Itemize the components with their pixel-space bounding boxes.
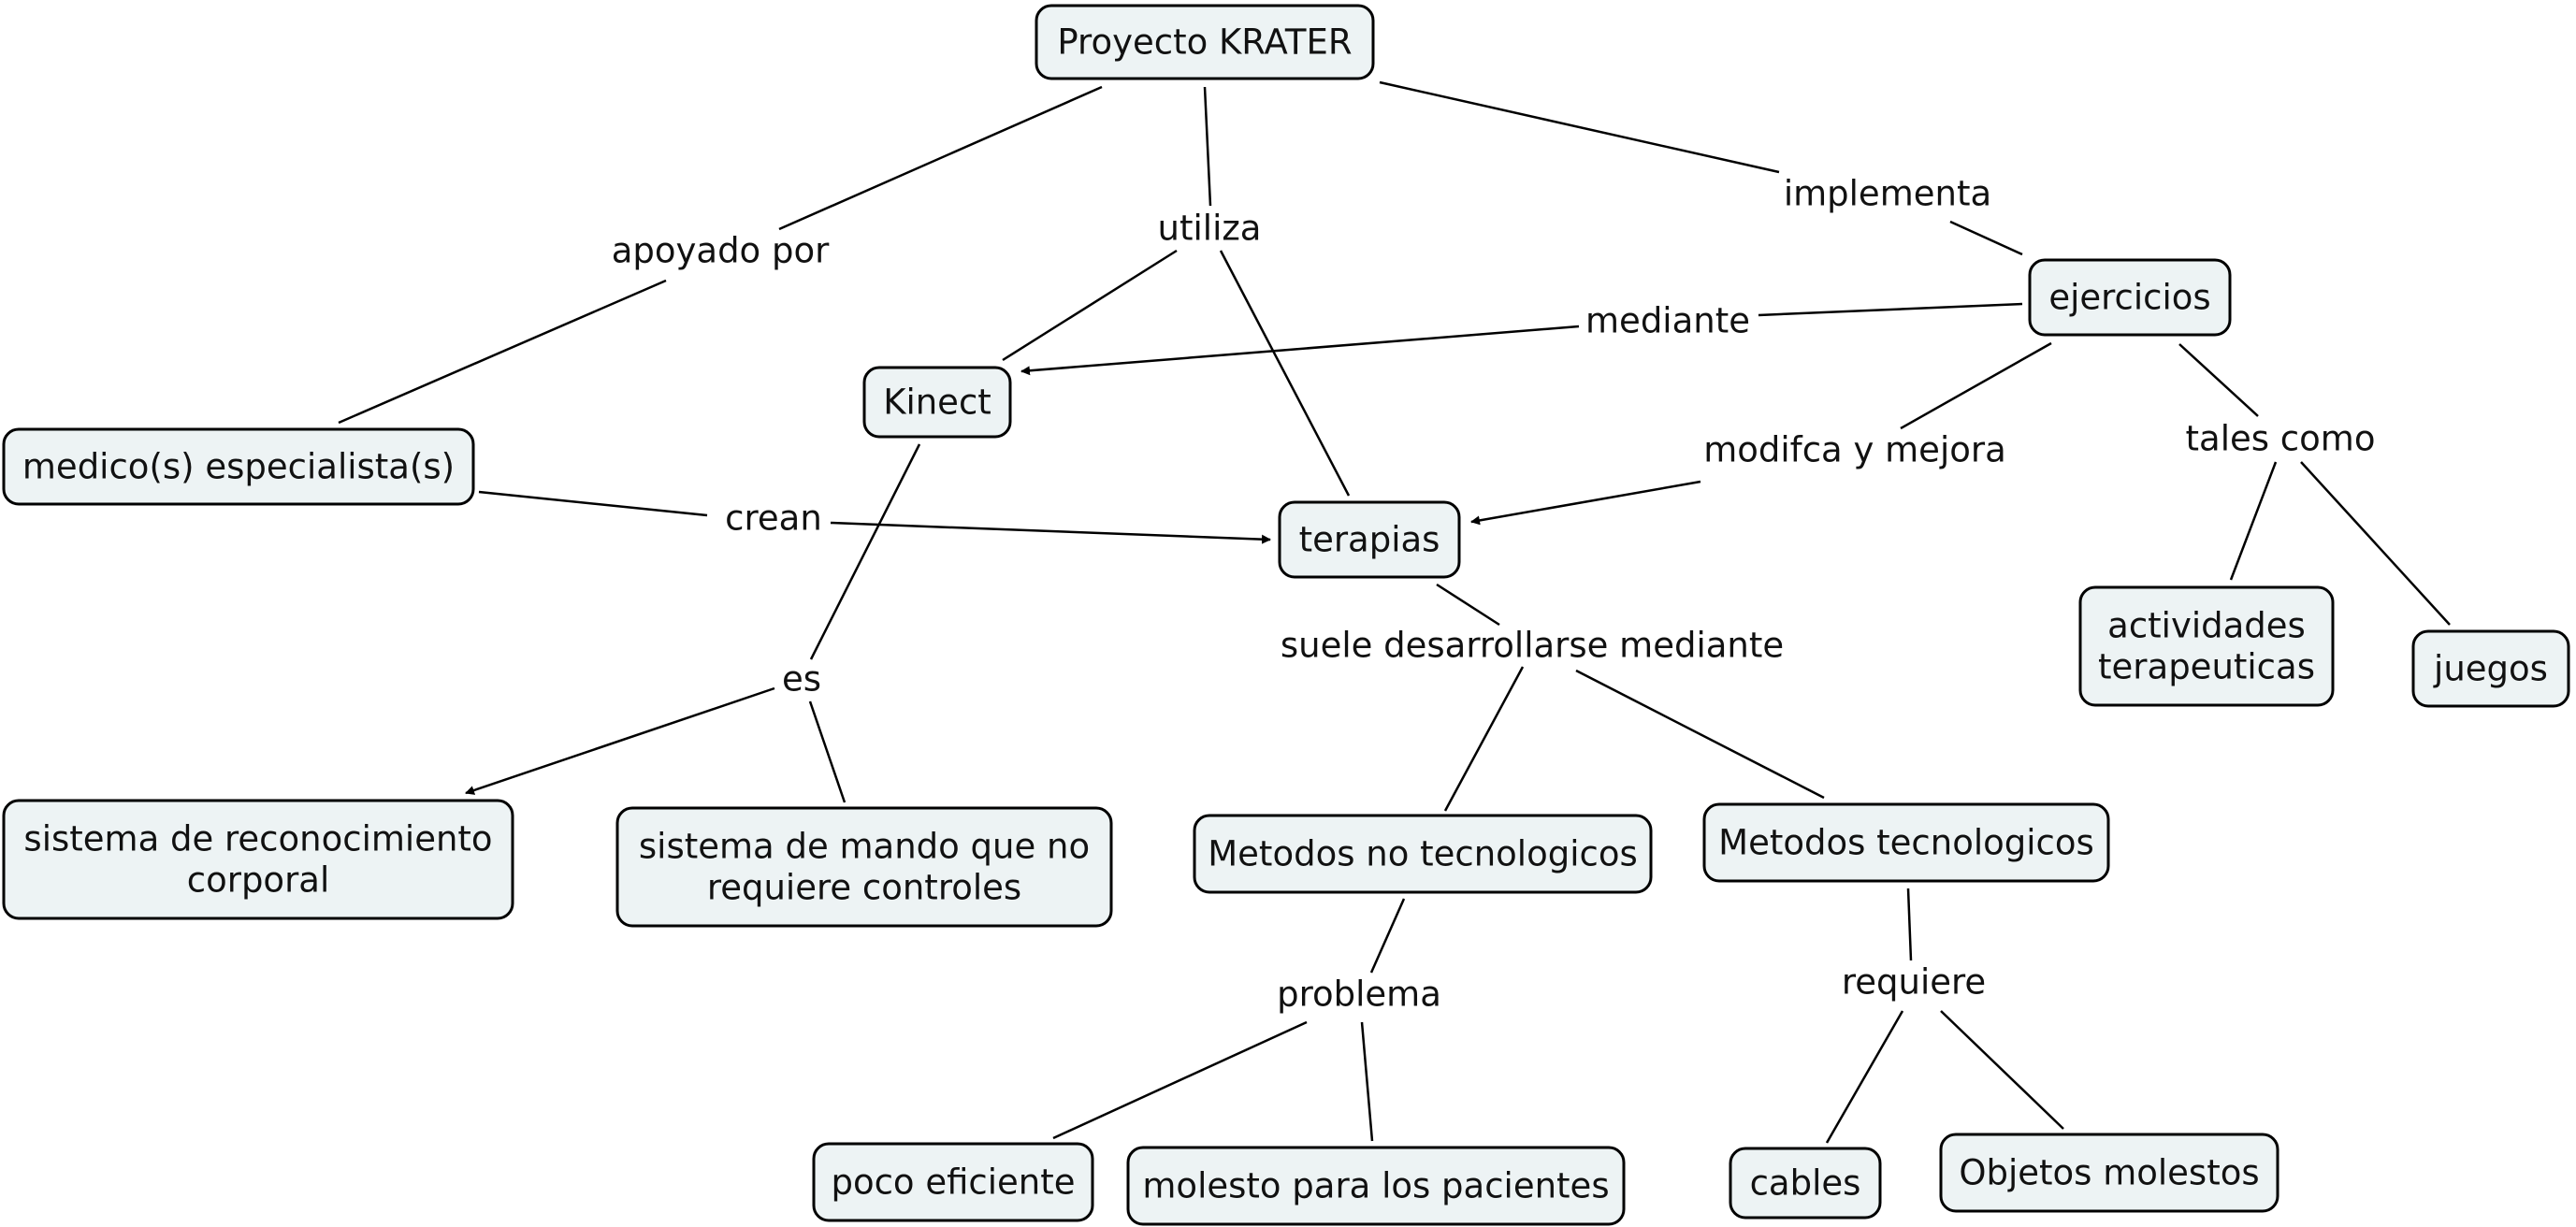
link-label-suele: suele desarrollarse mediante — [1281, 626, 1784, 666]
node-box — [2, 427, 475, 506]
link-label-modifica: modifca y mejora — [1703, 430, 2006, 470]
concept-node-medico: medico(s) especialista(s) — [2, 427, 475, 506]
node-label: sistema de mando que no — [639, 827, 1090, 867]
concept-node-terapias: terapias — [1278, 500, 1461, 579]
connector-line-2 — [1203, 86, 1212, 207]
node-label: Objetos molestos — [1959, 1153, 2259, 1193]
node-label: Metodos no tecnologicos — [1208, 834, 1637, 874]
link-label-mediante: mediante — [1585, 301, 1750, 341]
connector-line-22 — [1369, 898, 1406, 974]
node-box — [1126, 1146, 1626, 1226]
arrow-17 — [465, 686, 775, 795]
link-label-implementa: implementa — [1784, 174, 1991, 214]
node-label: juegos — [2433, 649, 2548, 689]
node-label: poco eficiente — [831, 1162, 1075, 1203]
link-label-utiliza: utiliza — [1158, 209, 1262, 249]
connector-line-26 — [1825, 1010, 1904, 1144]
node-label: terapias — [1299, 520, 1440, 560]
node-box — [1278, 500, 1461, 579]
concept-node-poco-eficiente: poco eficiente — [812, 1142, 1094, 1222]
connector-line-18 — [808, 700, 847, 803]
connector-line-15 — [2300, 461, 2451, 626]
node-box — [1193, 814, 1653, 894]
link-label-problema: problema — [1277, 974, 1441, 1015]
concept-node-metodos-tec: Metodos tecnologicos — [1702, 802, 2110, 883]
node-box — [2411, 629, 2570, 708]
arrow-10 — [830, 521, 1271, 544]
node-label: Kinect — [883, 383, 991, 423]
connector-line-27 — [1940, 1010, 2064, 1130]
node-label: cables — [1750, 1163, 1861, 1204]
connector-line-9 — [478, 490, 708, 517]
connector-line-24 — [1360, 1021, 1374, 1142]
node-box — [2, 799, 514, 920]
concept-nodes: Proyecto KRATER medico(s) especialista(s)… — [2, 4, 2570, 1226]
concept-node-metodos-no-tec: Metodos no tecnologicos — [1193, 814, 1653, 894]
node-label: ejercicios — [2048, 278, 2210, 318]
connector-line-13 — [2178, 343, 2259, 417]
node-label: requiere controles — [707, 868, 1021, 908]
node-box — [1939, 1133, 2279, 1213]
arrow-8 — [1020, 325, 1580, 376]
node-box — [1729, 1147, 1882, 1220]
connector-line-6 — [1949, 220, 2023, 256]
link-label-crean: crean — [725, 498, 822, 539]
connector-line-1 — [338, 279, 667, 425]
node-label: sistema de reconocimiento — [23, 819, 492, 859]
link-labels: apoyado por utiliza implementa mediante crea… — [612, 174, 2376, 1015]
link-label-es: es — [782, 659, 821, 700]
connector-line-5 — [1379, 80, 1780, 174]
concept-node-ejercicios: ejercicios — [2028, 258, 2232, 337]
concept-node-juegos: juegos — [2411, 629, 2570, 708]
connector-line-0 — [778, 85, 1103, 231]
concept-node-kinect: Kinect — [862, 366, 1012, 439]
connector-line-23 — [1052, 1020, 1308, 1140]
connector-line-21 — [1575, 669, 1825, 800]
concept-node-objetos: Objetos molestos — [1939, 1133, 2279, 1213]
link-label-tales-como: tales como — [2186, 419, 2376, 459]
connector-line-20 — [1443, 666, 1525, 812]
arrow-12 — [1470, 480, 1701, 526]
node-label: corporal — [187, 860, 329, 901]
connector-line-19 — [1436, 583, 1500, 627]
connector-line-11 — [1900, 341, 2052, 430]
node-box — [1702, 802, 2110, 883]
node-box — [862, 366, 1012, 439]
node-label: medico(s) especialista(s) — [22, 447, 455, 487]
concept-node-molesto: molesto para los pacientes — [1126, 1146, 1626, 1226]
link-label-requiere: requiere — [1842, 962, 1986, 1003]
node-label: Metodos tecnologicos — [1718, 823, 2094, 863]
node-label: molesto para los pacientes — [1142, 1166, 1609, 1206]
connections — [338, 80, 2451, 1144]
node-box — [615, 806, 1113, 928]
node-box — [2028, 258, 2232, 337]
connector-line-4 — [1219, 250, 1351, 497]
node-box — [1035, 4, 1375, 80]
concept-node-cables: cables — [1729, 1147, 1882, 1220]
connector-line-14 — [2229, 461, 2278, 581]
node-label: Proyecto KRATER — [1057, 22, 1352, 63]
connector-line-25 — [1906, 888, 1913, 961]
connector-line-7 — [1758, 302, 2023, 317]
node-label: actividades — [2107, 606, 2306, 646]
node-label: terapeuticas — [2098, 647, 2315, 687]
link-label-apoyado-por: apoyado por — [612, 231, 830, 271]
node-box — [812, 1142, 1094, 1222]
node-box — [2078, 585, 2335, 707]
connector-line-16 — [809, 443, 921, 660]
concept-node-proyecto: Proyecto KRATER — [1035, 4, 1375, 80]
connector-line-3 — [1002, 249, 1178, 362]
